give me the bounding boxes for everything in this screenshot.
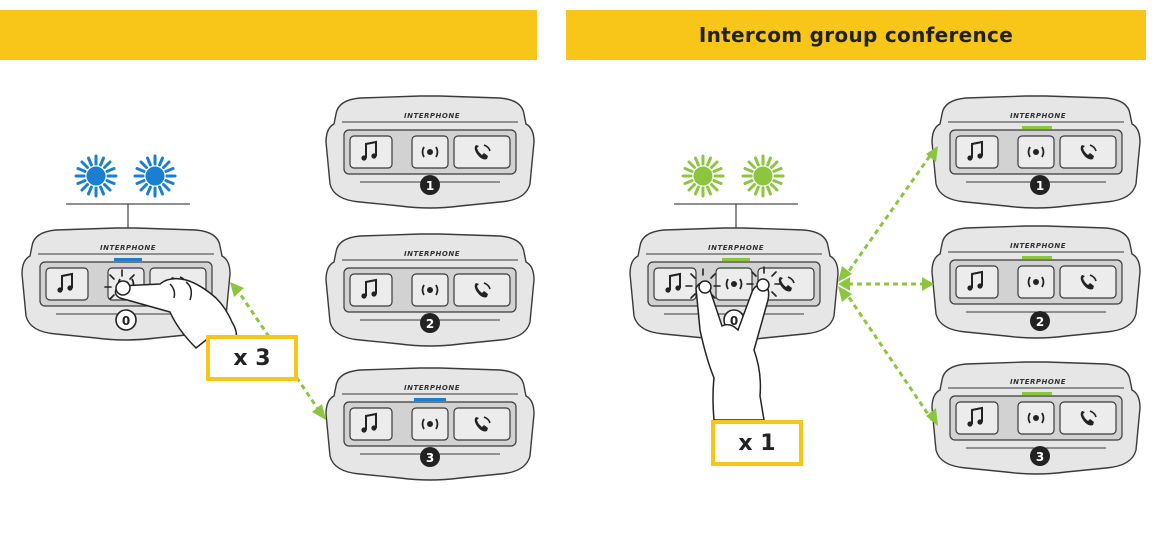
conference-link-arrows bbox=[842, 149, 936, 421]
unit-number-label: 2 bbox=[426, 317, 434, 331]
arrow-heads bbox=[838, 146, 938, 426]
unit-number-label: 1 bbox=[426, 179, 434, 193]
svg-text:INTERPHONE: INTERPHONE bbox=[1010, 242, 1066, 250]
svg-text:INTERPHONE: INTERPHONE bbox=[404, 250, 460, 258]
unit-number-label: 0 bbox=[730, 314, 738, 328]
unit-number-label: 3 bbox=[1036, 450, 1044, 464]
brand-logo: INTERPHONE bbox=[708, 244, 764, 252]
brand-logo: INTERPHONE bbox=[100, 244, 156, 252]
svg-text:INTERPHONE: INTERPHONE bbox=[1010, 378, 1066, 386]
main-intercom-unit: INTERPHONE 0 bbox=[629, 227, 839, 341]
unit-number-badge bbox=[115, 309, 137, 331]
tap-count-label: x 3 bbox=[233, 345, 271, 371]
unit-led bbox=[114, 258, 142, 261]
tap-count-box: x 1 bbox=[711, 420, 803, 466]
main-intercom-unit: INTERPHONE 0 bbox=[21, 227, 231, 341]
intercom-unit-2: INTERPHONE 2 bbox=[931, 225, 1141, 339]
tap-count-box: x 3 bbox=[206, 335, 298, 381]
unit-led bbox=[1022, 256, 1052, 259]
tap-count-label: x 1 bbox=[738, 430, 776, 456]
green-led-flash-icon bbox=[741, 154, 785, 198]
svg-text:INTERPHONE: INTERPHONE bbox=[1010, 112, 1066, 120]
pressing-hand-icon bbox=[114, 277, 238, 353]
intercom-unit-1: INTERPHONE 1 bbox=[325, 95, 535, 209]
intercom-unit-2: INTERPHONE 2 bbox=[325, 233, 535, 347]
blue-led-flash-icon bbox=[74, 154, 118, 198]
unit-led bbox=[722, 258, 750, 261]
intercom-unit-1: INTERPHONE 1 bbox=[931, 95, 1141, 209]
unit-number-label: 3 bbox=[426, 451, 434, 465]
right-section-banner: Intercom group conference bbox=[566, 10, 1146, 60]
two-finger-pressing-hand-icon bbox=[695, 278, 770, 421]
green-led-flash-icon bbox=[681, 154, 725, 198]
unit-number-label: 0 bbox=[122, 314, 130, 328]
svg-text:INTERPHONE: INTERPHONE bbox=[404, 112, 460, 120]
unit-number-label: 1 bbox=[1036, 179, 1044, 193]
unit-number-label: 2 bbox=[1036, 315, 1044, 329]
arrow-head bbox=[230, 282, 244, 297]
unit-led bbox=[1022, 126, 1052, 129]
unit-led bbox=[414, 398, 446, 401]
unit-led bbox=[1022, 392, 1052, 395]
left-section-banner bbox=[0, 10, 537, 60]
intercom-unit-3: INTERPHONE 3 bbox=[325, 367, 535, 481]
blue-led-flash-icon bbox=[133, 154, 177, 198]
svg-text:INTERPHONE: INTERPHONE bbox=[404, 384, 460, 392]
arrow-head bbox=[312, 404, 326, 420]
intercom-unit-3: INTERPHONE 3 bbox=[931, 361, 1141, 475]
right-section-title: Intercom group conference bbox=[698, 23, 1014, 47]
